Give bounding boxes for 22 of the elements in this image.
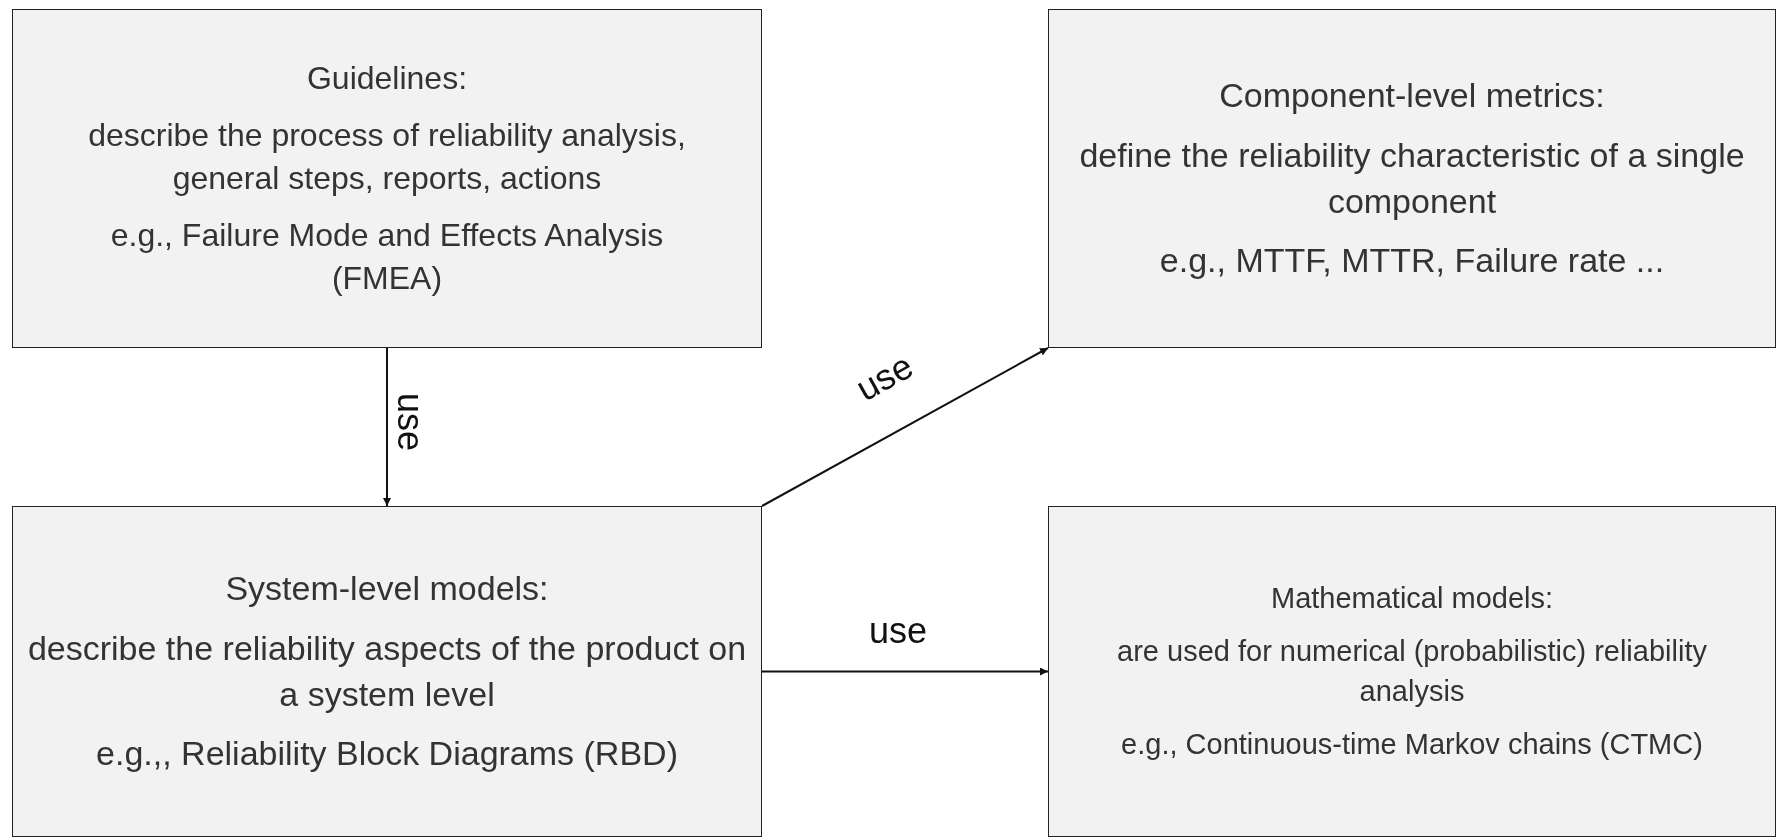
box-heading: Mathematical models: (1270, 581, 1554, 617)
box-example: e.g.,, Reliability Block Diagrams (RBD) (96, 733, 678, 775)
process-box (1048, 506, 1776, 837)
box-example: e.g., Continuous-time Markov chains (CTMC) (1121, 726, 1703, 762)
arrow (761, 347, 1049, 507)
edge-label: use (389, 393, 431, 452)
process-box (12, 506, 762, 837)
edge-label: use (849, 344, 921, 410)
edge-label: use (869, 609, 928, 652)
box-heading: Guidelines: (306, 58, 468, 98)
box-heading: System-level models: (225, 567, 549, 609)
box-description: define the reliability characteristic of a single component (1078, 134, 1746, 222)
box-description: describe the process of reliability analysis, general steps, reports, actions (87, 115, 687, 198)
process-box (1048, 9, 1776, 348)
box-example: e.g., MTTF, MTTR, Failure rate ... (1159, 240, 1665, 282)
box-description: describe the reliability aspects of the product on a system level (26, 627, 748, 715)
box-description: are used for numerical (probabilistic) reliability analysis (1116, 634, 1708, 709)
arrow (383, 347, 391, 507)
process-box (12, 9, 762, 348)
arrow (761, 667, 1049, 676)
box-heading: Component-level metrics: (1219, 74, 1605, 116)
box-example: e.g., Failure Mode and Effects Analysis (FMEA) (109, 216, 665, 299)
